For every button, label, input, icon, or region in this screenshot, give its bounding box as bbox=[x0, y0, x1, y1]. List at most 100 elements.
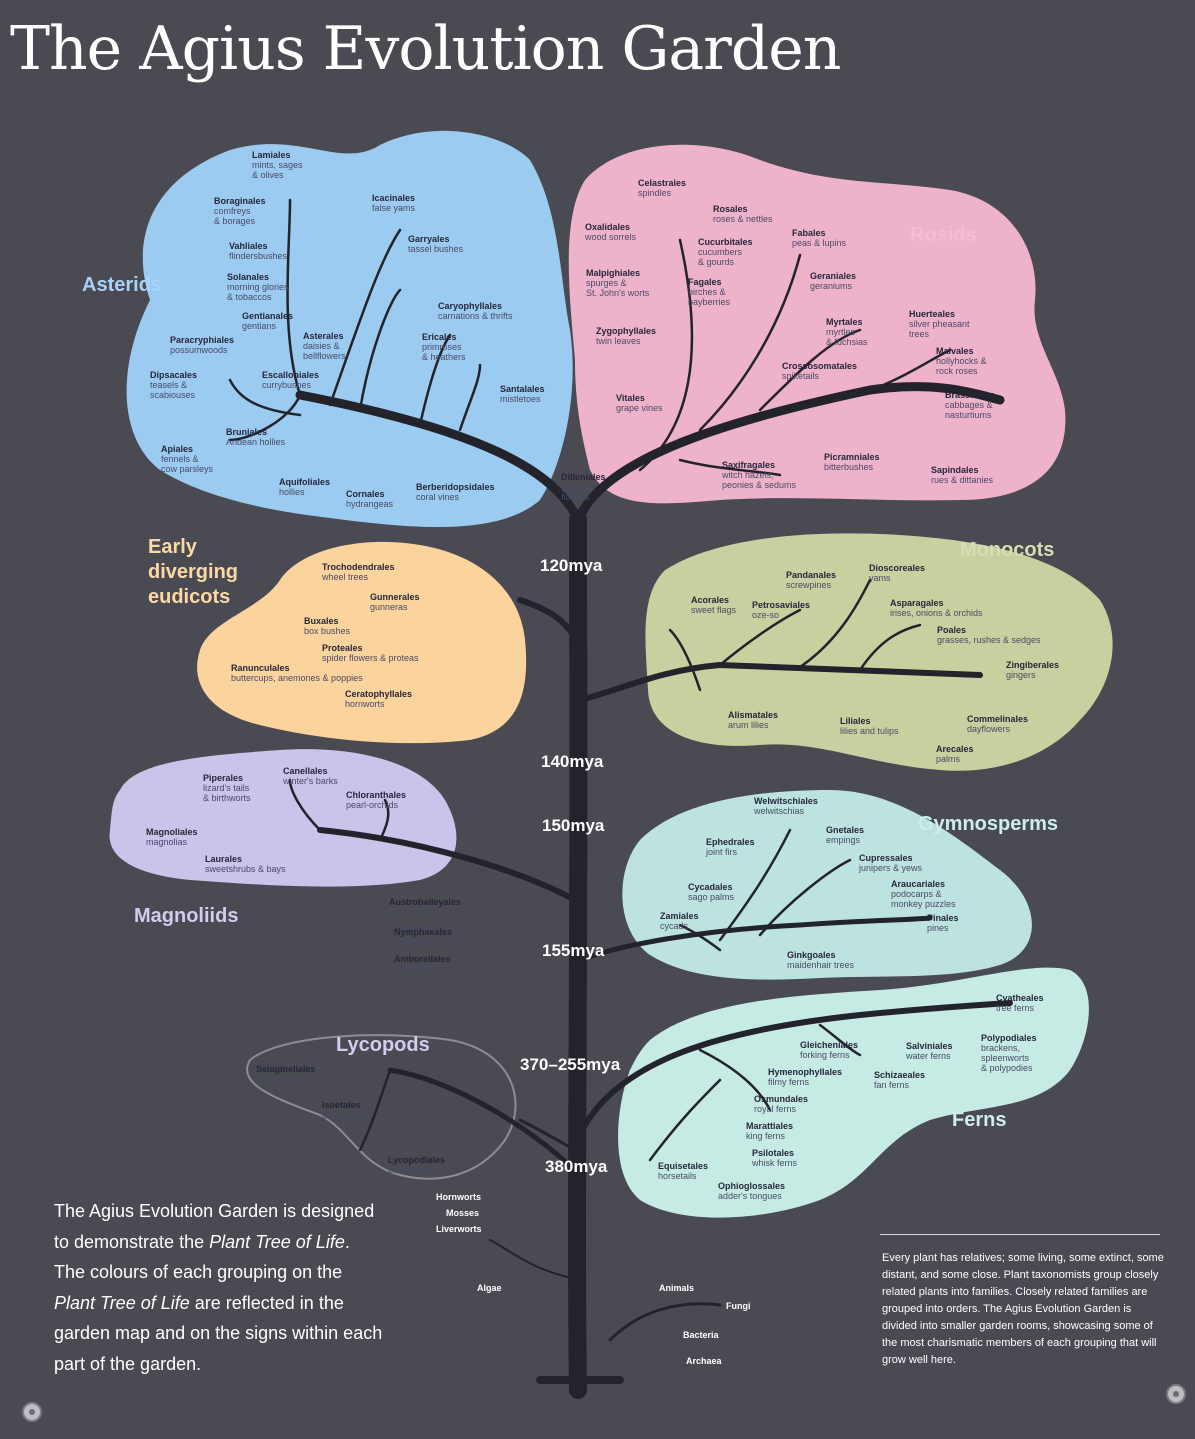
trunk-branches bbox=[295, 382, 1013, 1399]
order-common-name: welwitschias bbox=[754, 806, 805, 816]
ferns-blob bbox=[618, 967, 1089, 1218]
order-common-name: sweetshrubs & bays bbox=[205, 864, 286, 874]
order-name: Gleicheniales bbox=[800, 1040, 859, 1050]
order-name: Acorales bbox=[691, 595, 730, 605]
order-common-name: false yams bbox=[372, 203, 416, 213]
order-common-name: gentians bbox=[242, 321, 277, 331]
order-name: Ericales bbox=[422, 332, 457, 342]
order-common-name: tassel bushes bbox=[408, 244, 464, 254]
order-common-name: empings bbox=[826, 835, 861, 845]
magnoliids-blob bbox=[109, 749, 457, 887]
order-name: Caryophyllales bbox=[438, 301, 503, 311]
order-name: Aquifoliales bbox=[279, 477, 331, 487]
order-common-name: wood sorrels bbox=[585, 232, 637, 242]
order-name: Isoetales bbox=[322, 1100, 361, 1110]
order-common-name: Andean hollies bbox=[226, 437, 286, 447]
order-common-name: junipers & yews bbox=[859, 863, 923, 873]
order-name: Piperales bbox=[203, 773, 244, 783]
order-name: Paracryphiales bbox=[170, 335, 235, 345]
order-common-name: quillworts bbox=[322, 1110, 360, 1120]
group-label-rosids: Rosids bbox=[910, 224, 977, 246]
order-common-name: tree ferns bbox=[996, 1003, 1035, 1013]
order-common-name: king ferns bbox=[746, 1131, 786, 1141]
order-common-name: lilies and tulips bbox=[840, 726, 899, 736]
order-common-name: hornworts bbox=[345, 699, 385, 709]
screw-icon bbox=[1166, 1384, 1186, 1404]
time-label-380: 380mya bbox=[545, 1157, 608, 1176]
order-common-name: peas & lupins bbox=[792, 238, 847, 248]
order-name: Solanales bbox=[227, 272, 270, 282]
order-name: Garryales bbox=[408, 234, 450, 244]
order-name: Equisetales bbox=[658, 1161, 709, 1171]
order-name: Santalales bbox=[500, 384, 545, 394]
order-name: Cyatheales bbox=[996, 993, 1044, 1003]
order-common-name: flindersbushes bbox=[229, 251, 288, 261]
order-name: Zingiberales bbox=[1006, 660, 1060, 670]
intro-part-2: . The colours of each grouping on the bbox=[54, 1231, 350, 1283]
order-name: Picramniales bbox=[824, 452, 880, 462]
order-name: Cucurbitales bbox=[698, 237, 753, 247]
order-name: Ophioglossales bbox=[718, 1181, 786, 1191]
group-label-lycopods: Lycopods bbox=[336, 1034, 430, 1056]
order-name: Celastrales bbox=[638, 178, 687, 188]
order-name: Fagales bbox=[688, 277, 722, 287]
base-archaea: Archaea bbox=[686, 1356, 722, 1366]
order-name: Escalloniales bbox=[262, 370, 320, 380]
intro-part-3: are reflected in the garden map and on t… bbox=[54, 1292, 383, 1374]
board-title: The Agius Evolution Garden bbox=[10, 14, 841, 84]
order-name: Saxifragales bbox=[722, 460, 776, 470]
order-name: Commelinales bbox=[967, 714, 1029, 724]
order-common-name: hollyhocks &rock roses bbox=[936, 356, 987, 376]
order-common-name: joint firs bbox=[706, 847, 738, 857]
group-label-gymnosperms: Gymnosperms bbox=[918, 813, 1059, 835]
order-name: Schizaeales bbox=[874, 1070, 926, 1080]
order-common-name: coral vines bbox=[416, 492, 460, 502]
order-common-name: spindles bbox=[638, 188, 672, 198]
base-algae: Algae bbox=[477, 1283, 502, 1293]
order-common-name: adder's tongues bbox=[718, 1191, 782, 1201]
note-divider bbox=[880, 1234, 1160, 1235]
order-name: Amborellales bbox=[394, 954, 451, 964]
time-label-370-255: 370–255mya bbox=[520, 1055, 621, 1074]
note-text: Every plant has relatives; some living, … bbox=[882, 1252, 1164, 1366]
base-animals: Animals bbox=[659, 1283, 695, 1293]
order-common-name: fennels &cow parsleys bbox=[161, 454, 214, 474]
order-name: Huerteales bbox=[909, 309, 956, 319]
intro-text: The Agius Evolution Garden is designed t… bbox=[54, 1196, 384, 1379]
order-common-name: box bushes bbox=[304, 626, 351, 636]
